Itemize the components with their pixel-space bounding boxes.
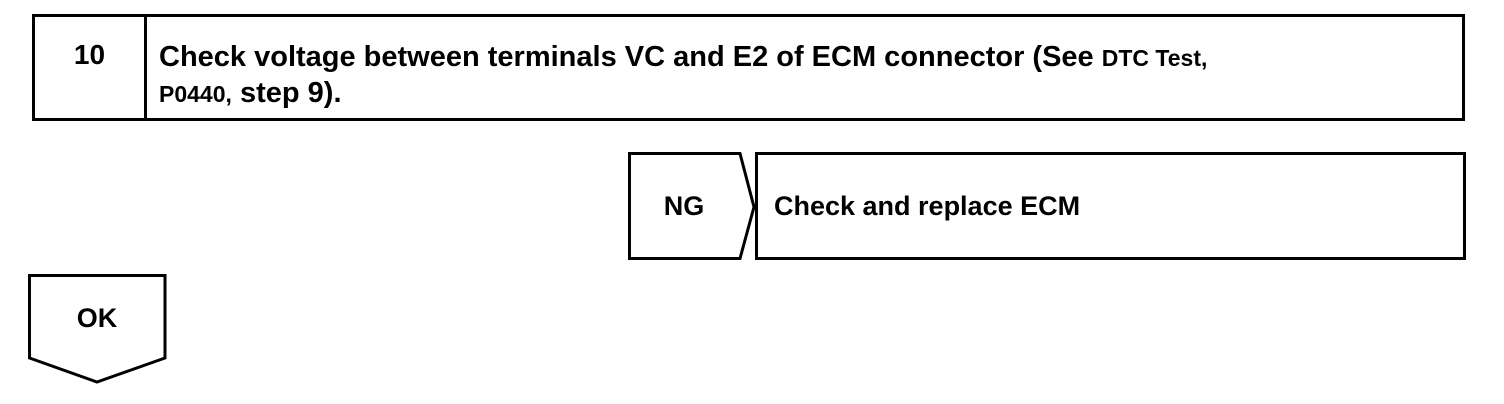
step-box: 10 Check voltage between terminals VC an… bbox=[32, 14, 1465, 121]
ok-arrow-shape bbox=[28, 274, 167, 384]
step-instruction-main: Check voltage between terminals VC and E… bbox=[159, 41, 1102, 73]
step-instruction: Check voltage between terminals VC and E… bbox=[147, 17, 1462, 118]
ng-action-text: Check and replace ECM bbox=[774, 190, 1081, 221]
ng-result-box: Check and replace ECM bbox=[755, 152, 1466, 260]
step-instruction-tail: step 9). bbox=[239, 77, 342, 110]
ng-arrow-shape bbox=[628, 152, 756, 260]
step-number: 10 bbox=[35, 17, 147, 118]
ok-label: OK bbox=[76, 302, 118, 333]
step-reference-dtc: DTC Test, bbox=[1101, 45, 1208, 71]
step-reference-code: P0440, bbox=[159, 81, 232, 108]
ng-label: NG bbox=[663, 190, 705, 221]
